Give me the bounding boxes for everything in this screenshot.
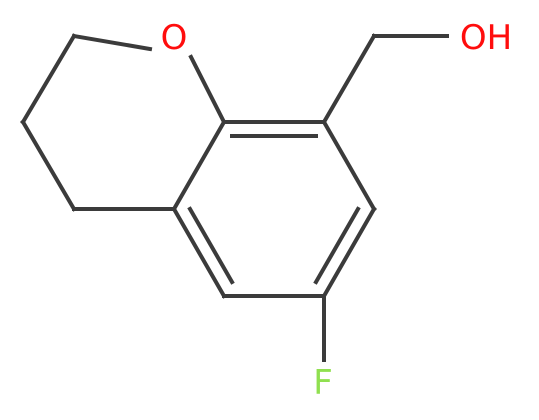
hydroxyl-label: OH: [460, 18, 512, 58]
bond-o1-c2: [71, 33, 153, 52]
bond-c8-ch2: [321, 33, 377, 125]
bond-c2-c3: [20, 33, 77, 125]
bond-c8-c7: [321, 119, 377, 212]
bond-c5-c4a: [171, 206, 227, 299]
bond-c4a-c8a: [171, 119, 227, 212]
fluorine-label: F: [313, 363, 333, 403]
oxygen-ring-label: O: [161, 18, 188, 58]
bond-c7-c6-inner: [313, 206, 361, 285]
bond-o1-c8a: [188, 54, 227, 125]
bond-c5-c4a-inner: [187, 206, 235, 285]
bond-c3-c4: [20, 119, 77, 212]
bond-c7-c6: [321, 206, 377, 299]
